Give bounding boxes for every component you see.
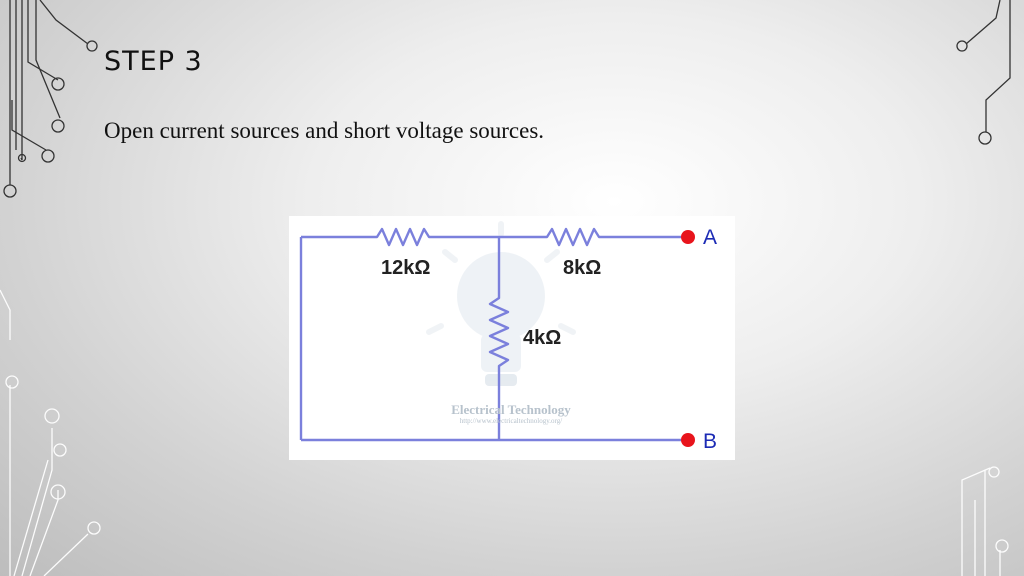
resistor-4k-symbol [488, 237, 510, 440]
terminal-a-label: A [703, 226, 717, 249]
resistor-4k-label: 4kΩ [523, 327, 561, 349]
terminal-b-label: B [703, 430, 717, 453]
circuit-diagram: A B 12kΩ 8kΩ 4kΩ Electrical Technology h… [299, 221, 717, 453]
resistor-12k-label: 12kΩ [381, 257, 430, 279]
resistor-8k-symbol [499, 227, 681, 247]
terminal-a-dot [681, 230, 695, 244]
bulb-watermark-logo [426, 221, 576, 386]
resistor-8k-label: 8kΩ [563, 257, 601, 279]
watermark-name: Electrical Technology [451, 402, 571, 417]
circuit-diagram-image: A B 12kΩ 8kΩ 4kΩ Electrical Technology h… [289, 216, 735, 460]
slide-title: STEP 3 [104, 46, 203, 77]
slide-subtitle: Open current sources and short voltage s… [104, 118, 545, 143]
terminal-b-dot [681, 433, 695, 447]
watermark-url: http://www.electricaltechnology.org/ [460, 417, 562, 425]
resistor-12k-symbol [301, 227, 499, 247]
circuit-wires [299, 227, 681, 442]
